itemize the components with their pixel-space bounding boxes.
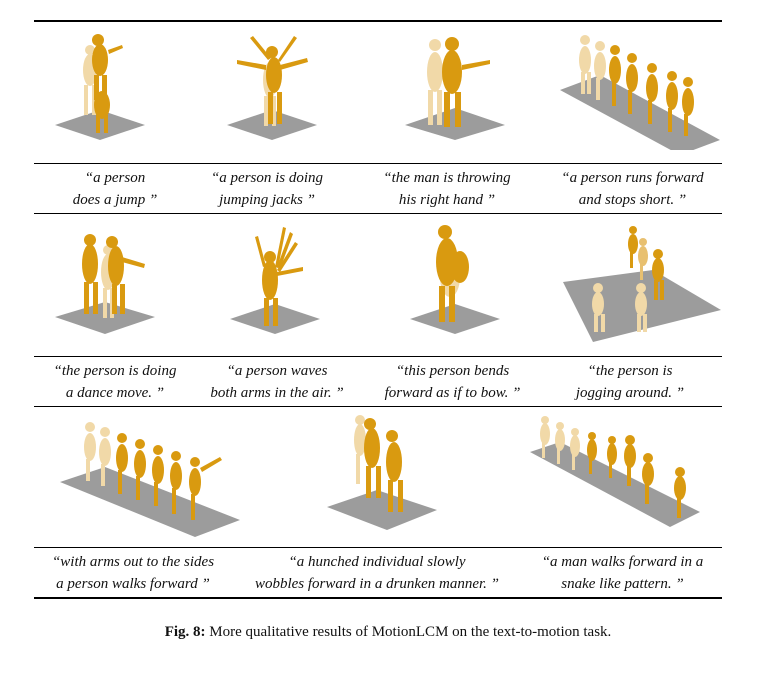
row2-bottom-rule	[34, 406, 722, 407]
row1-rule	[34, 163, 722, 164]
caption-snake-walk: “a man walks forward in a snake like pat…	[520, 551, 725, 595]
caption-line: jogging around. ”	[575, 385, 685, 401]
caption-run-stop: “a person runs forward and stops short. …	[540, 167, 725, 211]
motion-render-jump	[50, 30, 150, 140]
figure-label: Fig. 8:	[164, 624, 206, 640]
caption-jogging: “the person is jogging around. ”	[550, 360, 710, 404]
motion-render-arms-out-walk	[60, 412, 240, 537]
motion-render-bow	[405, 222, 505, 337]
caption-line: “the person is	[587, 363, 673, 379]
caption-line: a person walks forward ”	[56, 576, 210, 592]
caption-line: “the person is doing	[53, 363, 177, 379]
caption-line: his right hand ”	[398, 192, 496, 208]
caption-line: wobbles forward in a drunken manner. ”	[254, 576, 500, 592]
motion-render-throw	[400, 30, 510, 140]
figure-caption: Fig. 8: More qualitative results of Moti…	[0, 624, 776, 641]
caption-jump: “a person does a jump ”	[40, 167, 190, 211]
caption-line: “a person waves	[226, 363, 328, 379]
caption-wave-arms: “a person waves both arms in the air. ”	[192, 360, 362, 404]
caption-line: snake like pattern. ”	[561, 576, 684, 592]
caption-line: “a man walks forward in a	[541, 554, 704, 570]
caption-line: forward as if to bow. ”	[384, 385, 521, 401]
caption-bow: “this person bends forward as if to bow.…	[365, 360, 540, 404]
bottom-rule	[34, 597, 722, 599]
motion-render-dance	[50, 222, 160, 337]
caption-line: “with arms out to the sides	[51, 554, 215, 570]
caption-jumping-jacks: “a person is doing jumping jacks ”	[192, 167, 342, 211]
motion-render-drunken-walk	[322, 412, 442, 537]
motion-render-jumping-jacks	[222, 30, 322, 140]
caption-line: jumping jacks ”	[219, 192, 315, 208]
top-rule	[34, 20, 722, 22]
caption-line: does a jump ”	[72, 192, 158, 208]
caption-throw: “the man is throwing his right hand ”	[362, 167, 532, 211]
caption-line: “this person bends	[395, 363, 510, 379]
motion-render-snake-walk	[530, 412, 700, 532]
caption-line: a dance move. ”	[65, 385, 165, 401]
figure-caption-text: More qualitative results of MotionLCM on…	[209, 624, 612, 640]
caption-dance: “the person is doing a dance move. ”	[30, 360, 200, 404]
caption-line: “a person is doing	[210, 170, 324, 186]
caption-arms-out-walk: “with arms out to the sides a person wal…	[28, 551, 238, 595]
row2-rule	[34, 356, 722, 357]
caption-drunken-walk: “a hunched individual slowly wobbles for…	[232, 551, 522, 595]
motion-render-run-stop	[560, 30, 720, 150]
row1-bottom-rule	[34, 213, 722, 214]
caption-line: “the man is throwing	[383, 170, 511, 186]
caption-line: both arms in the air. ”	[210, 385, 344, 401]
motion-render-wave-arms	[225, 222, 325, 337]
row3-rule	[34, 547, 722, 548]
caption-line: and stops short. ”	[578, 192, 687, 208]
caption-line: “a person	[84, 170, 146, 186]
caption-line: “a hunched individual slowly	[288, 554, 466, 570]
motion-render-jogging	[563, 222, 723, 342]
caption-line: “a person runs forward	[561, 170, 704, 186]
